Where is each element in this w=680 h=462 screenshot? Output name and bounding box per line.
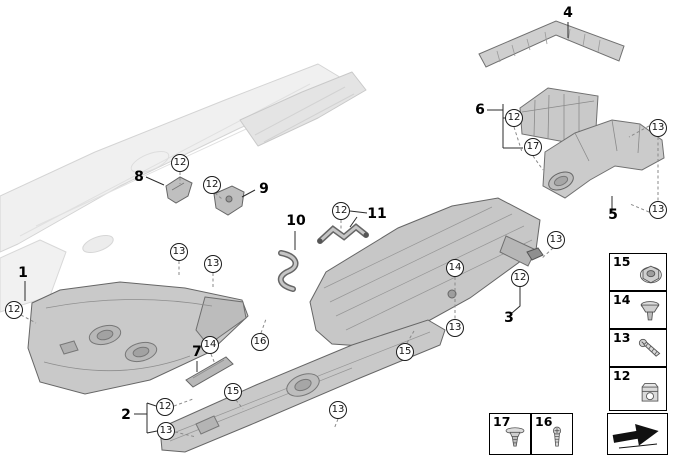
callout-15[interactable]: 15 (224, 383, 242, 401)
callout-12[interactable]: 12 (505, 109, 523, 127)
callout-13[interactable]: 13 (204, 255, 222, 273)
part-1-underbody-panel[interactable] (27, 281, 249, 395)
leader-lines-dashed (20, 125, 659, 438)
callout-13[interactable]: 13 (649, 119, 667, 137)
callout-12[interactable]: 12 (5, 301, 23, 319)
legend-item-number: 12 (613, 368, 631, 383)
legend-item-12[interactable]: 12 (609, 367, 667, 411)
screw-icon (552, 426, 562, 447)
callout-13[interactable]: 13 (170, 243, 188, 261)
part-label-4[interactable]: 4 (563, 5, 573, 21)
callout-12[interactable]: 12 (156, 398, 174, 416)
callout-16[interactable]: 16 (251, 333, 269, 351)
part-label-8[interactable]: 8 (134, 169, 144, 185)
direction-arrow-box[interactable] (607, 413, 668, 455)
part-9-bracket[interactable] (213, 185, 245, 216)
cage-clip-icon (641, 383, 659, 402)
expanding-rivet-icon (505, 427, 525, 447)
part-label-10[interactable]: 10 (286, 213, 306, 229)
legend-item-13[interactable]: 13 (609, 329, 667, 367)
legend-item-number: 15 (613, 254, 631, 269)
part-2-side-underbody-panel[interactable] (159, 319, 446, 453)
part-7-strip[interactable] (185, 356, 234, 388)
callout-13[interactable]: 13 (446, 319, 464, 337)
callout-14[interactable]: 14 (446, 259, 464, 277)
part-3-center-underbody-panel[interactable] (309, 197, 544, 347)
part-label-2[interactable]: 2 (121, 407, 131, 423)
legend-item-15[interactable]: 15 (609, 253, 667, 291)
callout-12[interactable]: 12 (511, 269, 529, 287)
part-label-7[interactable]: 7 (192, 344, 202, 360)
callout-13[interactable]: 13 (157, 422, 175, 440)
leader-lines-solid (24, 22, 613, 434)
legend-item-number: 17 (493, 414, 511, 429)
part-label-11[interactable]: 11 (367, 206, 387, 222)
callout-12[interactable]: 12 (332, 202, 350, 220)
legend-item-14[interactable]: 14 (609, 291, 667, 329)
callout-13[interactable]: 13 (329, 401, 347, 419)
callout-17[interactable]: 17 (524, 138, 542, 156)
part-label-6[interactable]: 6 (475, 102, 485, 118)
legend-item-number: 13 (613, 330, 631, 345)
callout-15[interactable]: 15 (396, 343, 414, 361)
legend-item-16[interactable]: 16 (531, 413, 573, 455)
part-label-9[interactable]: 9 (259, 181, 269, 197)
legend-item-17[interactable]: 17 (489, 413, 531, 455)
part-label-1[interactable]: 1 (18, 265, 28, 281)
callout-12[interactable]: 12 (171, 154, 189, 172)
part-label-5[interactable]: 5 (608, 207, 618, 223)
legend-item-number: 16 (535, 414, 553, 429)
hex-nut-icon (639, 265, 662, 284)
part-5-air-duct[interactable] (542, 119, 665, 199)
part-11-bracket[interactable] (317, 223, 369, 244)
part-8-bracket[interactable] (165, 176, 193, 204)
callout-12[interactable]: 12 (203, 176, 221, 194)
part-4-cross-bracket[interactable] (478, 20, 625, 68)
push-clip-icon (640, 301, 660, 321)
screw-icon (638, 338, 661, 357)
callout-13[interactable]: 13 (547, 231, 565, 249)
callout-14[interactable]: 14 (201, 336, 219, 354)
part-label-3[interactable]: 3 (504, 310, 514, 326)
direction-arrow-icon (612, 423, 659, 449)
callout-13[interactable]: 13 (649, 201, 667, 219)
part-6-mounting-bracket[interactable] (519, 87, 599, 143)
part-10-clamp[interactable] (277, 250, 299, 292)
legend-item-number: 14 (613, 292, 631, 307)
